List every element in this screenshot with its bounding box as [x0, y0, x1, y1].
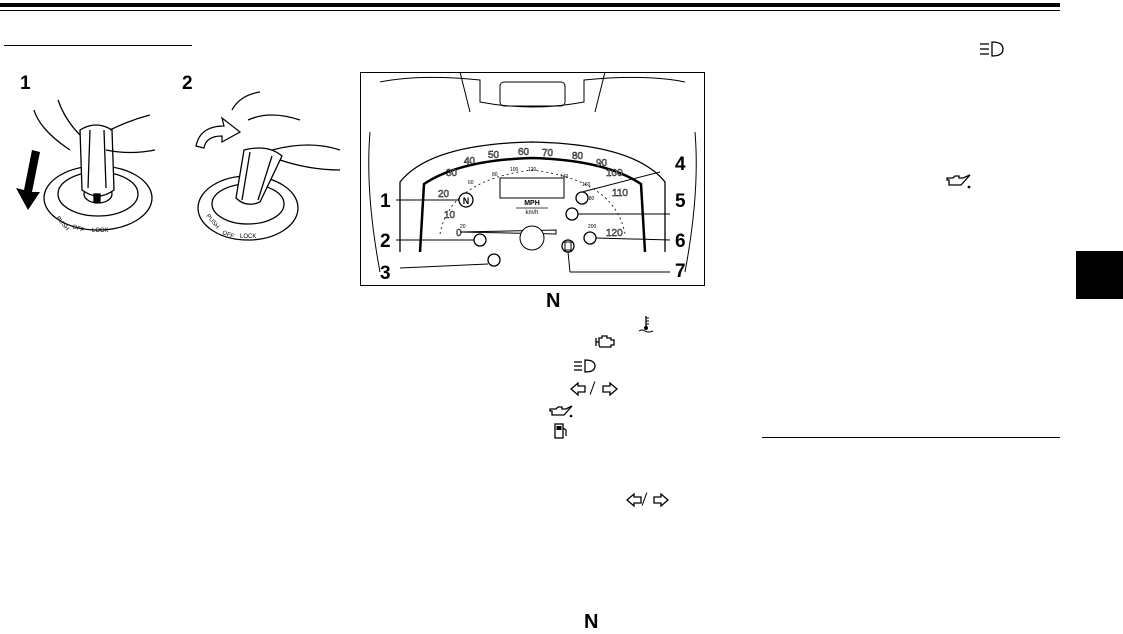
key-step-number-1: 1	[20, 73, 31, 94]
kmh-160: 160	[582, 182, 591, 188]
mph-110: 110	[612, 188, 628, 199]
kmh-20: 20	[460, 224, 466, 230]
mph-0: 0	[456, 228, 462, 239]
neutral-letter: N	[546, 290, 561, 312]
turn-arrow	[195, 116, 242, 149]
header-rule-thick	[0, 3, 1060, 7]
turn-right-icon	[602, 381, 618, 397]
lamp-oil	[583, 231, 597, 245]
lamp-engine	[487, 253, 501, 267]
mph-70: 70	[542, 148, 554, 159]
fuel-level-icon	[554, 423, 567, 439]
callout-3: 3	[380, 263, 391, 284]
neutral-letter-bottom: N	[584, 611, 599, 633]
lamp-turn	[565, 207, 579, 221]
key-label-lock: LOCK	[92, 228, 108, 234]
callout-1: 1	[380, 191, 391, 212]
mph-120: 120	[606, 228, 623, 239]
kmh-100: 100	[510, 167, 519, 173]
callout-7: 7	[675, 261, 686, 282]
mph-90: 90	[596, 158, 608, 169]
mph-100: 100	[606, 168, 623, 179]
callout-5: 5	[675, 191, 686, 212]
high-beam-icon	[574, 359, 596, 373]
lamp-coolant	[473, 233, 487, 247]
instrument-cluster-illustration: MPH km/h 0 10 20 30 40 50 60 70 80 90 10…	[360, 72, 705, 286]
kmh-120: 120	[528, 167, 537, 173]
chapter-tab	[1076, 251, 1123, 299]
display-unit-sub: km/h	[525, 210, 538, 216]
key-step-number-2: 2	[182, 73, 193, 94]
callout-4: 4	[675, 154, 686, 175]
high-beam-icon-right	[980, 41, 1004, 57]
turn-slash-body	[589, 381, 596, 395]
key2-label-off: OFF	[221, 230, 235, 240]
kmh-80: 80	[492, 172, 498, 178]
key-step-1-illustration	[33, 99, 156, 231]
lamp-neutral-letter: N	[463, 196, 470, 206]
ignition-key-illustration: PUSH OFF LOCK PUSH OFF LOCK	[16, 91, 341, 241]
kmh-140: 140	[560, 174, 569, 180]
mph-20: 20	[438, 189, 450, 200]
callout-6: 6	[675, 231, 686, 252]
mph-30: 30	[446, 168, 458, 179]
mph-60: 60	[518, 147, 530, 158]
key-label-off: OFF	[71, 224, 85, 234]
push-down-arrow	[16, 150, 40, 210]
turn-slash-lower	[641, 492, 648, 506]
display-unit-main: MPH	[524, 200, 540, 207]
mph-50: 50	[488, 150, 500, 161]
kmh-60: 60	[468, 180, 474, 186]
mph-40: 40	[464, 156, 476, 167]
kmh-180: 180	[586, 196, 595, 202]
turn-left-icon	[570, 381, 586, 397]
header-rule-thin	[0, 10, 1060, 11]
engine-trouble-icon	[595, 335, 615, 348]
kmh-200: 200	[588, 224, 597, 230]
oil-pressure-icon-right	[946, 174, 971, 189]
lamp-highbeam	[575, 191, 589, 205]
oil-pressure-icon	[549, 405, 573, 418]
turn-left-icon-lower	[626, 492, 642, 508]
key2-label-lock: LOCK	[240, 234, 256, 240]
callout-2: 2	[380, 231, 391, 252]
turn-right-icon-lower	[653, 492, 669, 508]
coolant-temperature-icon	[638, 316, 654, 333]
mph-10: 10	[444, 210, 456, 221]
mph-80: 80	[572, 151, 584, 162]
section-rule-right	[762, 437, 1060, 438]
section-heading-rule	[4, 45, 192, 46]
key-step-2-illustration	[197, 91, 341, 241]
